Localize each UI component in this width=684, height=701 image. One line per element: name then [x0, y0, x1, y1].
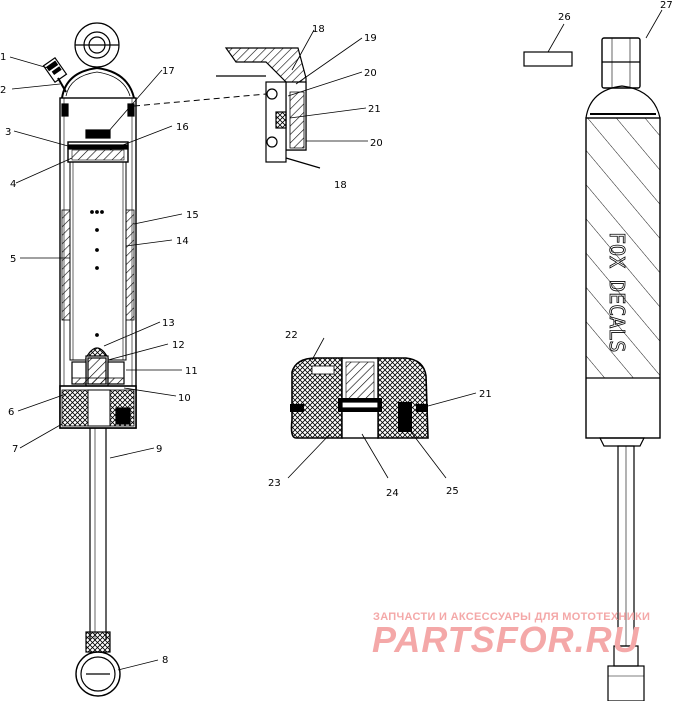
seal-detail — [133, 47, 321, 169]
callout-26: 26 — [558, 12, 571, 23]
watermark: ЗАПЧАСТИ И АКСЕССУАРЫ ДЛЯ МОТОТЕХНИКИ PA… — [372, 611, 650, 660]
piston-detail — [290, 357, 429, 439]
top-eyelet — [74, 22, 120, 68]
bottom-eyelet — [75, 651, 121, 697]
callout-16: 16 — [176, 122, 189, 133]
callout-23: 23 — [268, 478, 281, 489]
callout-18a: 18 — [312, 24, 325, 35]
callout-27: 27 — [660, 0, 673, 11]
cutaway-shock — [42, 22, 137, 697]
callout-8: 8 — [162, 655, 168, 666]
decal-label: FOX DECALS — [605, 232, 629, 352]
callout-15: 15 — [186, 210, 199, 221]
callout-25: 25 — [446, 486, 459, 497]
air-valve — [42, 56, 68, 93]
callout-7: 7 — [12, 444, 18, 455]
callout-17: 17 — [162, 66, 175, 77]
seal-head — [59, 385, 137, 429]
callout-1: 1 — [0, 52, 6, 63]
floating-piston — [67, 141, 129, 163]
callout-18b: 18 — [334, 180, 347, 191]
callout-21a: 21 — [368, 104, 381, 115]
callout-19: 19 — [364, 33, 377, 44]
callout-9: 9 — [156, 444, 162, 455]
callout-22: 22 — [285, 330, 298, 341]
callout-10: 10 — [178, 393, 191, 404]
callout-14: 14 — [176, 236, 189, 247]
callout-6: 6 — [8, 407, 14, 418]
callout-12: 12 — [172, 340, 185, 351]
callout-24: 24 — [386, 488, 399, 499]
callout-20a: 20 — [364, 68, 377, 79]
callout-11: 11 — [185, 366, 198, 377]
reservoir-cap — [61, 66, 135, 99]
main-piston — [71, 347, 125, 387]
callout-4: 4 — [10, 179, 16, 190]
shaft — [89, 428, 107, 640]
inner-tube — [69, 159, 127, 361]
watermark-tagline: ЗАПЧАСТИ И АКСЕССУАРЫ ДЛЯ МОТОТЕХНИКИ — [373, 611, 650, 623]
decal-strip — [523, 51, 573, 67]
callout-numbers: 1 2 3 4 5 6 7 8 9 10 11 12 13 14 15 16 1… — [0, 0, 673, 666]
callout-20b: 20 — [370, 138, 383, 149]
callout-5: 5 — [10, 254, 16, 265]
watermark-brand: PARTSFOR.RU — [372, 619, 640, 660]
exterior-shock — [523, 37, 661, 701]
callout-13: 13 — [162, 318, 175, 329]
callout-2: 2 — [0, 85, 6, 96]
callout-3: 3 — [5, 127, 11, 138]
leader-lines — [9, 9, 663, 671]
callout-21b: 21 — [479, 389, 492, 400]
